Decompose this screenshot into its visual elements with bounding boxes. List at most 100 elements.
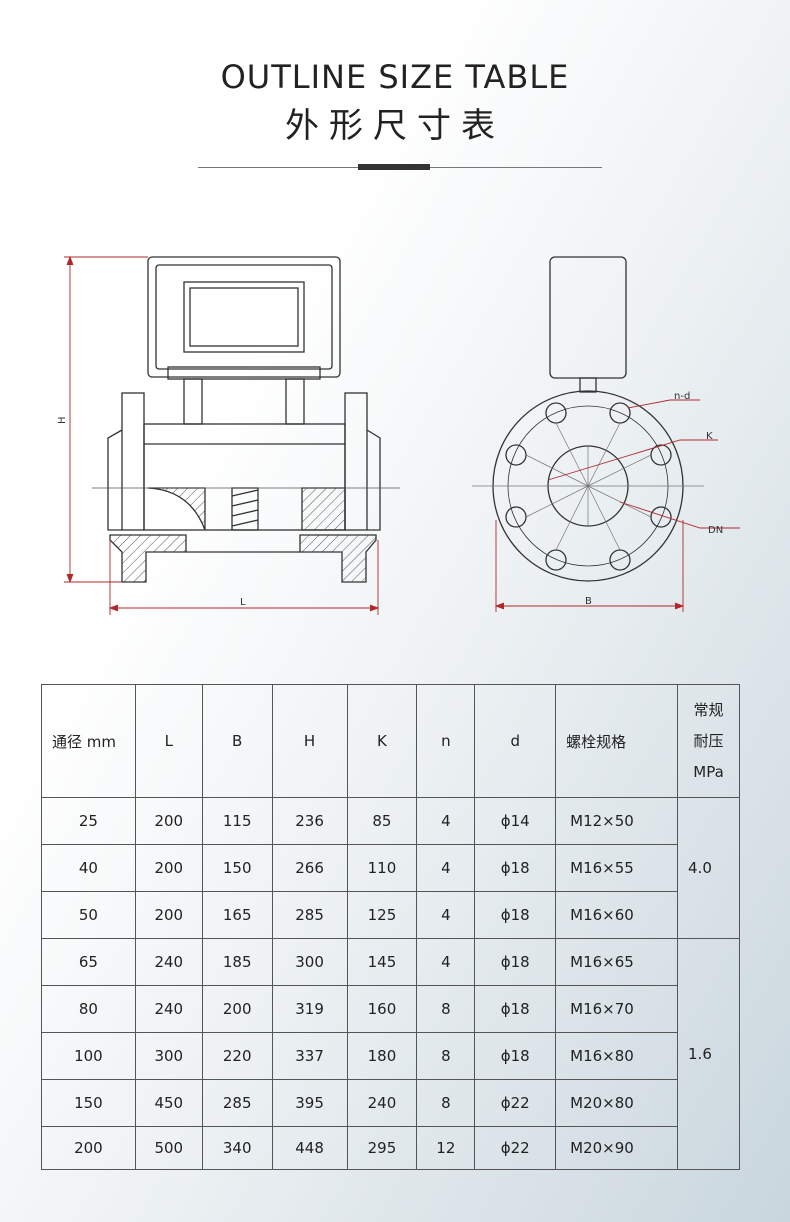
header-H: H (271, 684, 348, 798)
cell-dn: 150 (41, 1079, 136, 1127)
cell-L: 300 (134, 1032, 203, 1080)
header-pressure-line2: 耐压 (693, 731, 724, 750)
table-row: 80 240 200 319 160 8 ϕ18 M16×70 (41, 985, 740, 1033)
flange-left (121, 392, 145, 531)
cell-d: ϕ14 (474, 797, 557, 845)
cell-n: 4 (416, 844, 476, 892)
cell-dn: 40 (41, 844, 136, 892)
end-display-housing (549, 256, 627, 379)
header-bolt: 螺栓规格 (555, 684, 679, 798)
cell-d: ϕ18 (474, 1032, 557, 1080)
neck-post-left (183, 378, 203, 425)
header-K: K (346, 684, 418, 798)
cell-bolt: M20×90 (555, 1126, 679, 1170)
cell-d: ϕ18 (474, 985, 557, 1033)
cell-bolt: M16×55 (555, 844, 679, 892)
end-neck (579, 377, 597, 393)
turbine-rotor (231, 487, 259, 531)
cell-B: 220 (201, 1032, 273, 1080)
cell-L: 240 (134, 938, 203, 986)
page-title-cn: 外形尺寸表 (285, 106, 505, 146)
inner-hatch-right (301, 487, 346, 531)
dim-label-B: B (585, 596, 592, 607)
table-header-row: 通径 mm L B H K n d 螺栓规格 常规 耐压 MPa (41, 684, 740, 798)
cell-d: ϕ18 (474, 938, 557, 986)
cell-L: 500 (134, 1126, 203, 1170)
flange-right (344, 392, 368, 531)
cell-K: 110 (346, 844, 418, 892)
cell-d: ϕ18 (474, 844, 557, 892)
cell-K: 295 (346, 1126, 418, 1170)
cell-L: 450 (134, 1079, 203, 1127)
cell-pressure: 1.6 (677, 938, 740, 1170)
cell-d: ϕ22 (474, 1079, 557, 1127)
cell-B: 165 (201, 891, 273, 939)
cell-H: 448 (271, 1126, 348, 1170)
header-pressure-line1: 常规 (693, 700, 724, 719)
cell-K: 145 (346, 938, 418, 986)
table-row: 65 240 185 300 145 4 ϕ18 M16×65 1.6 (41, 938, 740, 1170)
cell-B: 200 (201, 985, 273, 1033)
header-pressure-line3: MPa (693, 762, 724, 781)
end-view-dimensions (494, 399, 740, 612)
cell-H: 285 (271, 891, 348, 939)
cell-K: 240 (346, 1079, 418, 1127)
cell-L: 200 (134, 797, 203, 845)
cell-n: 8 (416, 1079, 476, 1127)
cell-bolt: M12×50 (555, 797, 679, 845)
header-L: L (134, 684, 203, 798)
title-divider-accent (358, 164, 430, 170)
label-K: K (706, 431, 713, 442)
table-row: 150 450 285 395 240 8 ϕ22 M20×80 (41, 1079, 740, 1127)
outline-size-table: 通径 mm L B H K n d 螺栓规格 常规 耐压 MPa 25 200 … (41, 684, 740, 1170)
cell-n: 8 (416, 1032, 476, 1080)
base-hatch-left (109, 534, 187, 583)
display-bezel (155, 264, 333, 370)
base-hatch-right (299, 534, 377, 583)
cell-H: 266 (271, 844, 348, 892)
display-housing (147, 256, 341, 378)
page-title-en: OUTLINE SIZE TABLE (220, 58, 570, 96)
neck-post-right (285, 378, 305, 425)
cell-pressure: 4.0 (677, 797, 740, 939)
table-row: 100 300 220 337 180 8 ϕ18 M16×80 (41, 1032, 740, 1080)
dim-label-H: H (57, 416, 68, 424)
cell-K: 125 (346, 891, 418, 939)
cell-dn: 200 (41, 1126, 136, 1170)
cell-B: 185 (201, 938, 273, 986)
table-row: 25 200 115 236 85 4 ϕ14 M12×50 4.0 (41, 797, 740, 939)
neck-base (167, 366, 321, 380)
display-window-outer (183, 281, 305, 353)
cell-bolt: M16×60 (555, 891, 679, 939)
side-view (92, 256, 400, 583)
cell-B: 115 (201, 797, 273, 845)
cell-K: 85 (346, 797, 418, 845)
cell-L: 200 (134, 891, 203, 939)
cell-H: 300 (271, 938, 348, 986)
header-d: d (474, 684, 557, 798)
cell-B: 285 (201, 1079, 273, 1127)
cell-n: 4 (416, 797, 476, 845)
cell-d: ϕ22 (474, 1126, 557, 1170)
header-dn: 通径 mm (41, 684, 136, 798)
cell-H: 337 (271, 1032, 348, 1080)
cell-B: 150 (201, 844, 273, 892)
cell-bolt: M20×80 (555, 1079, 679, 1127)
header-n: n (416, 684, 476, 798)
cell-K: 160 (346, 985, 418, 1033)
cell-n: 4 (416, 891, 476, 939)
cell-bolt: M16×70 (555, 985, 679, 1033)
cell-bolt: M16×80 (555, 1032, 679, 1080)
cell-bolt: M16×65 (555, 938, 679, 986)
dim-label-L: L (240, 597, 246, 608)
display-window-inner (189, 287, 299, 347)
cell-dn: 100 (41, 1032, 136, 1080)
table-row: 40 200 150 266 110 4 ϕ18 M16×55 (41, 844, 740, 892)
end-view (472, 256, 704, 582)
label-n-d: n-d (674, 391, 690, 402)
cell-K: 180 (346, 1032, 418, 1080)
cell-H: 395 (271, 1079, 348, 1127)
cell-n: 4 (416, 938, 476, 986)
cell-dn: 50 (41, 891, 136, 939)
cell-dn: 80 (41, 985, 136, 1033)
